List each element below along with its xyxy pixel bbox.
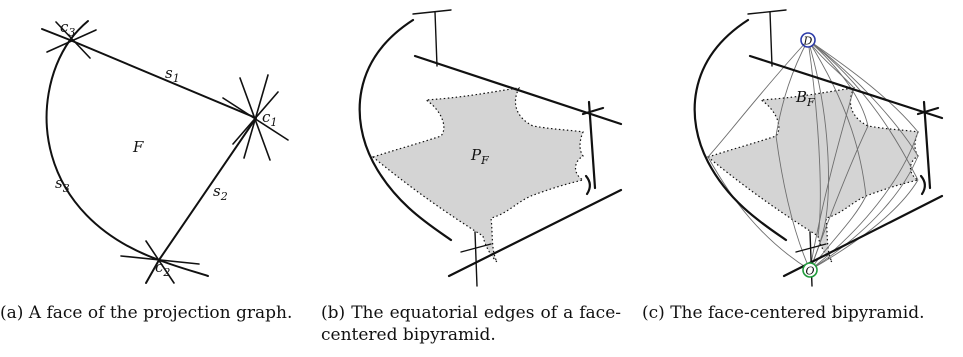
bottom-tick-c [795,243,827,253]
edge-label-s3: s3 [55,174,70,195]
vertex-label-c1: c1 [262,108,277,129]
right-bracket-tick-c [916,106,940,116]
caption-b: (b) The equatorial edges of a face-cente… [321,303,621,345]
top-apex-label: D [803,35,813,48]
top-stem [434,11,438,67]
polygon-P-F [371,87,585,263]
edge-s1-extension [41,28,71,41]
panel-c: D O BF (c) The face-centered bipyramid. [642,0,963,357]
bottom-apex-marker [802,262,818,278]
bottom-stem [474,231,478,287]
top-apex-marker [800,32,816,48]
panel-b: PF (b) The equatorial edges of a face-ce… [321,0,642,357]
edge-s2 [158,117,257,261]
edge-s3-extension-bottom [158,259,209,277]
equatorial-edges-diagram: PF [358,9,623,287]
right-bracket-c [922,100,932,190]
vertex-label-c2: c2 [155,258,170,279]
vertex-c2-ticks [120,240,200,284]
bipyramid-diagram: D O BF [693,9,944,287]
top-tick [412,9,452,15]
vertex-c1-star [222,74,289,161]
right-bracket-hook-c [919,174,926,196]
right-bracket-tick [581,106,605,116]
caption-a: (a) A face of the projection graph. [0,303,293,323]
edge-label-s2: s2 [213,182,228,203]
edge-s3 [45,39,160,261]
panel-a: F c3 c1 c2 s1 s2 s3 (a) A face of the pr… [0,0,321,357]
top-stem-c [769,11,773,67]
vertex-c3-ticks [46,21,97,59]
top-edge-line-c [748,54,944,120]
edge-s2-extension [145,259,160,284]
bottom-edge-line [447,188,623,278]
caption-c: (c) The face-centered bipyramid. [642,303,925,323]
right-bracket [587,100,597,190]
top-tick-c [747,9,787,15]
left-curve-c [693,18,788,242]
edge-s1 [69,39,257,119]
left-curve [358,18,453,242]
bottom-stem-c [809,231,813,287]
right-bracket-hook [584,174,591,196]
vertex-label-c3: c3 [60,18,75,39]
face-label-F: F [132,138,144,156]
projection-face-diagram: F c3 c1 c2 s1 s2 s3 [41,18,289,284]
bottom-apex-label: O [806,265,815,278]
bottom-tick [460,243,492,253]
edge-label-s1: s1 [165,64,180,85]
bipyramid-label-BF: BF [795,88,815,109]
polygon-label-PF: PF [470,146,489,167]
